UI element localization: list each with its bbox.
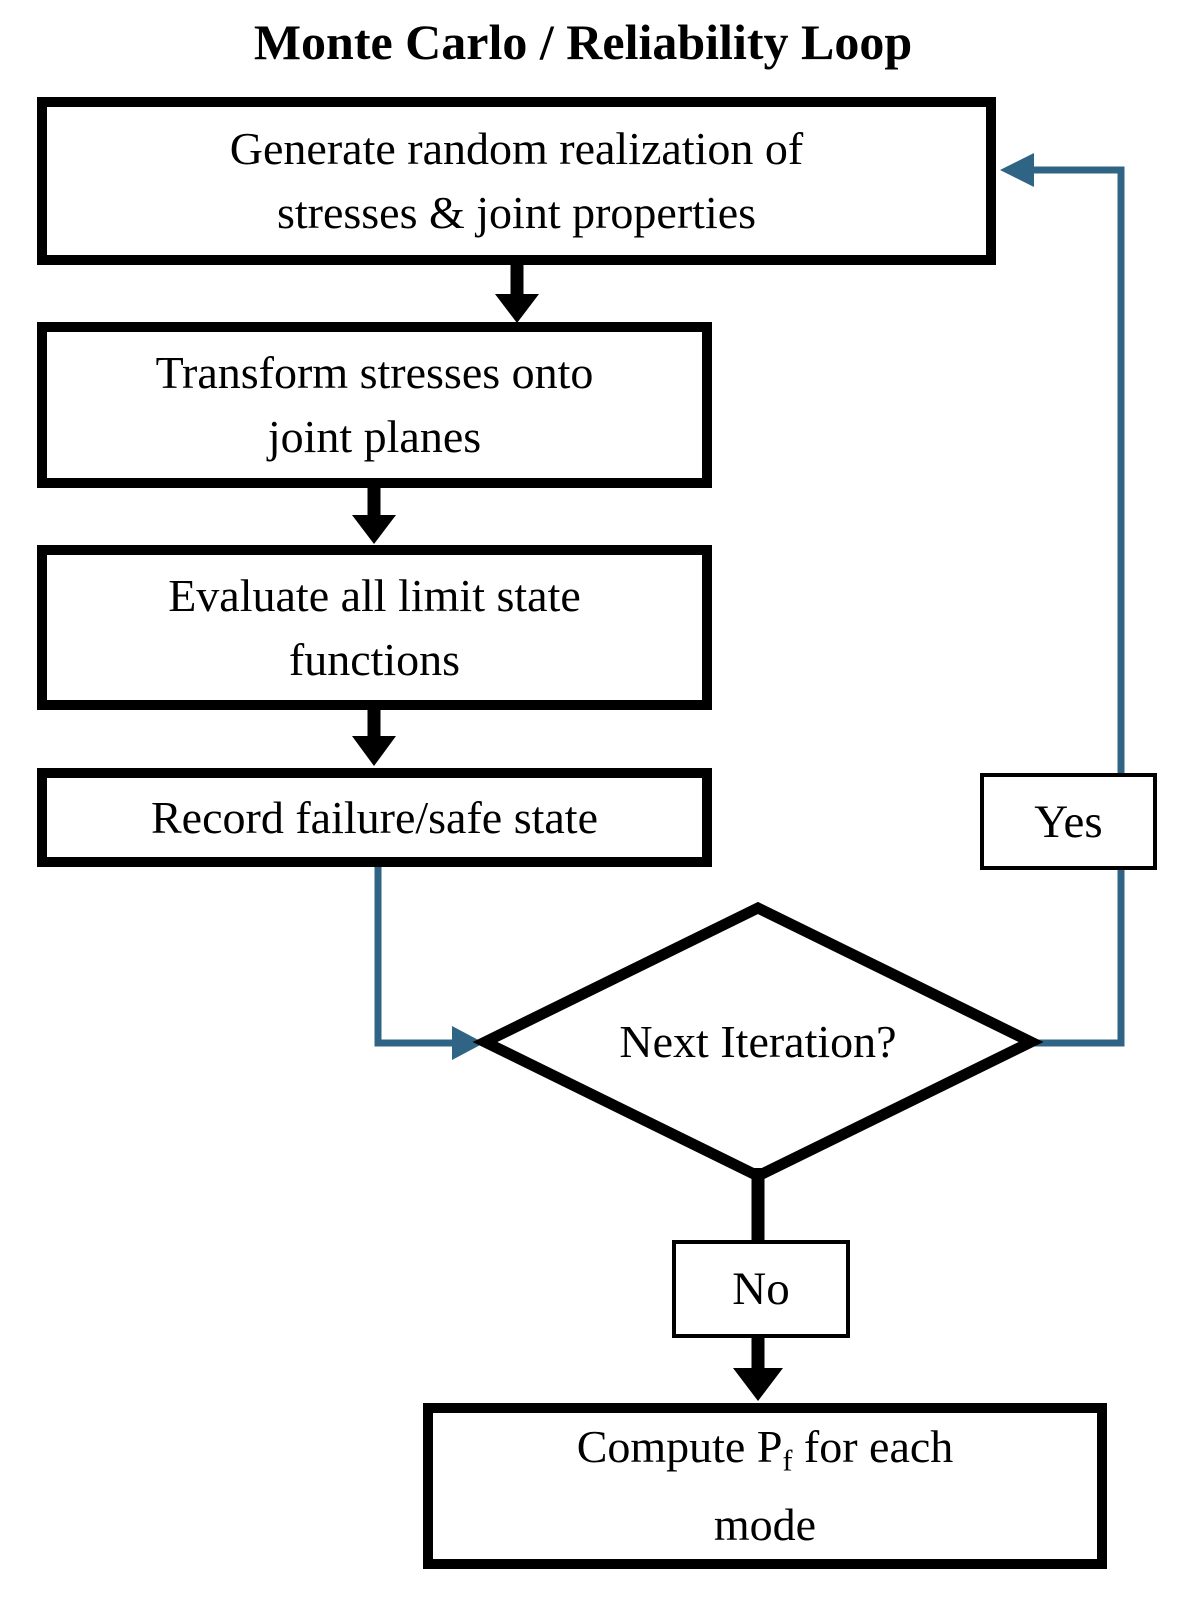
step-evaluate-line2: functions	[288, 633, 461, 685]
arrow-evaluate-to-record	[352, 708, 396, 766]
step-generate-box: Generate random realization of stresses …	[37, 97, 996, 265]
arrow-generate-to-transform	[495, 263, 539, 323]
connector-record-to-decision-arrowhead	[452, 1026, 484, 1060]
arrow-evaluate-to-record-head	[352, 736, 396, 766]
arrow-generate-to-transform-head	[495, 294, 539, 323]
connector-record-to-decision	[374, 860, 484, 1060]
no-label: No	[732, 1263, 790, 1315]
yes-label: Yes	[1034, 795, 1103, 848]
step-compute-line1-prefix: Compute P	[576, 1420, 783, 1472]
diagram-title: Monte Carlo / Reliability Loop	[253, 14, 913, 70]
connector-decision-yes-to-generate	[1000, 153, 1125, 1047]
connector-record-to-decision-line	[374, 860, 452, 1047]
yes-label-box: Yes	[980, 773, 1157, 870]
connector-yes-loop-arrowhead	[1000, 153, 1034, 187]
step-compute-line2: mode	[713, 1499, 817, 1551]
step-evaluate-box: Evaluate all limit state functions	[37, 545, 712, 710]
arrow-no-to-compute	[733, 1336, 783, 1401]
decision-label: Next Iteration?	[619, 1016, 897, 1067]
step-transform-box: Transform stresses onto joint planes	[37, 322, 712, 488]
step-generate-line1: Generate random realization of	[229, 123, 804, 174]
step-generate-line2: stresses & joint properties	[276, 187, 757, 238]
step-record-label: Record failure/safe state	[151, 791, 598, 843]
connector-yes-loop-line	[1033, 166, 1125, 1047]
arrow-transform-to-evaluate	[352, 486, 396, 544]
step-evaluate-line1: Evaluate all limit state	[168, 569, 581, 621]
decision-diamond	[472, 901, 1044, 1183]
step-compute-box: Compute Pf for each mode	[423, 1403, 1107, 1569]
arrow-transform-to-evaluate-head	[352, 515, 396, 544]
step-compute-subscript: f	[782, 1444, 793, 1478]
step-transform-line1: Transform stresses onto	[155, 347, 594, 398]
no-label-box: No	[672, 1240, 850, 1338]
step-compute-line1-suffix: for each	[792, 1420, 954, 1472]
step-record-box: Record failure/safe state	[37, 768, 712, 867]
arrow-no-to-compute-head	[733, 1368, 783, 1401]
step-transform-line2: joint planes	[267, 411, 482, 462]
step-compute-line1: Compute Pf for each	[577, 1415, 954, 1493]
